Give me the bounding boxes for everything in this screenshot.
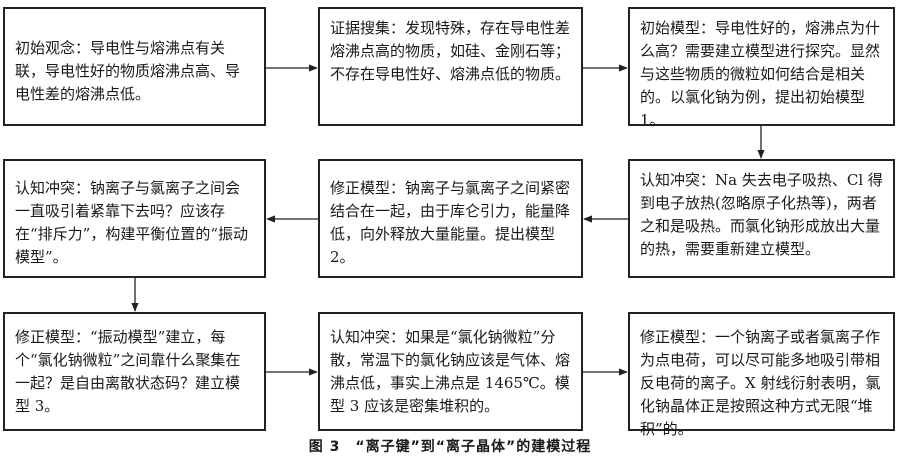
box-initial-model-text: 初始模型：导电性好的，熔沸点为什么高？需要建立模型进行探究。显然与这些物质的微粒… (640, 19, 881, 129)
box-initial-concept: 初始观念：导电性与熔沸点有关联，导电性好的物质熔沸点高、导电性差的熔沸点低。 (3, 7, 266, 126)
box-cognitive-conflict-1: 认知冲突：Na 失去电子吸热、Cl 得到电子放热(忽略原子化热等)，两者之和是吸… (628, 159, 895, 278)
box-evidence-collection-text: 证据搜集：发现特殊，存在导电性差熔沸点高的物质，如硅、金刚石等；不存在导电性好、… (330, 19, 571, 83)
box-cognitive-conflict-1-text: 认知冲突：Na 失去电子吸热、Cl 得到电子放热(忽略原子化热等)，两者之和是吸… (640, 171, 883, 258)
box-evidence-collection: 证据搜集：发现特殊，存在导电性差熔沸点高的物质，如硅、金刚石等；不存在导电性好、… (318, 7, 583, 126)
box-revised-model-4-text: 修正模型：一个钠离子或者氯离子作为点电荷，可以尽可能多地吸引带相反电荷的离子。X… (640, 328, 881, 438)
box-revised-model-4: 修正模型：一个钠离子或者氯离子作为点电荷，可以尽可能多地吸引带相反电荷的离子。X… (628, 312, 895, 438)
box-revised-model-3-text: 修正模型：“振动模型”建立，每个“氯化钠微粒”之间靠什么聚集在一起？是自由离散状… (15, 328, 241, 415)
box-initial-model: 初始模型：导电性好的，熔沸点为什么高？需要建立模型进行探究。显然与这些物质的微粒… (628, 7, 895, 129)
figure-caption: 图 3 “离子键”到“离子晶体”的建模过程 (308, 439, 592, 455)
box-revised-model-3: 修正模型：“振动模型”建立，每个“氯化钠微粒”之间靠什么聚集在一起？是自由离散状… (3, 312, 266, 431)
box-cognitive-conflict-3-text: 认知冲突：如果是“氯化钠微粒”分散，常温下的氯化钠应该是气体、熔沸点低，事实上沸… (330, 328, 571, 415)
box-cognitive-conflict-2: 认知冲突：钠离子与氯离子之间会一直吸引着紧靠下去吗？应该存在“排斥力”，构建平衡… (3, 159, 266, 278)
box-cognitive-conflict-3: 认知冲突：如果是“氯化钠微粒”分散，常温下的氯化钠应该是气体、熔沸点低，事实上沸… (318, 312, 583, 431)
box-revised-model-2-text: 修正模型：钠离子与氯离子之间紧密结合在一起，由于库仑引力，能量降低，向外释放大量… (330, 179, 571, 266)
box-revised-model-2: 修正模型：钠离子与氯离子之间紧密结合在一起，由于库仑引力，能量降低，向外释放大量… (318, 159, 583, 278)
box-cognitive-conflict-2-text: 认知冲突：钠离子与氯离子之间会一直吸引着紧靠下去吗？应该存在“排斥力”，构建平衡… (15, 179, 249, 266)
box-initial-concept-text: 初始观念：导电性与熔沸点有关联，导电性好的物质熔沸点高、导电性差的熔沸点低。 (15, 39, 241, 103)
